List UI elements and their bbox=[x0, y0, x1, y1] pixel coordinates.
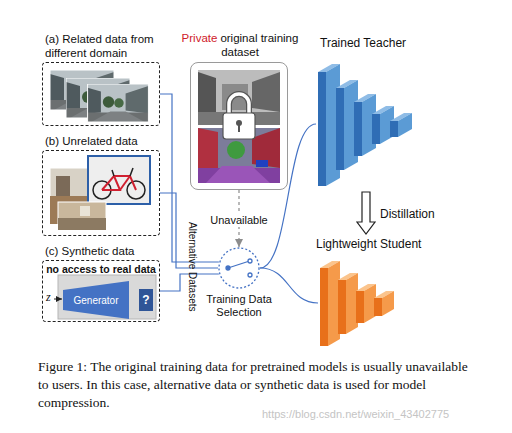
unrelated-photos bbox=[50, 156, 150, 230]
distillation-arrow bbox=[357, 192, 375, 234]
node-text: (a) Related data from different domain bbox=[45, 32, 177, 60]
axis-note: Alternative Datasets bbox=[186, 222, 199, 312]
node-text: ? bbox=[142, 293, 149, 307]
node-text: Private bbox=[182, 32, 218, 44]
selector-outline bbox=[218, 247, 260, 289]
lock-symbol bbox=[223, 94, 255, 139]
connector-line bbox=[260, 124, 316, 268]
watermark: https://blog.csdn.net/weixin_43402775 bbox=[262, 408, 449, 421]
switch-symbol bbox=[226, 259, 252, 277]
dataset-images bbox=[198, 70, 280, 183]
figure-caption: Figure 1: The original training data for… bbox=[38, 358, 478, 412]
dotted-circle bbox=[219, 248, 259, 288]
node-text: Lightweight Student bbox=[316, 237, 421, 251]
node-text: Training Data Selection bbox=[198, 293, 280, 319]
data-source-box: (c) Synthetic datano access to real data… bbox=[42, 260, 160, 322]
node-text: Generator bbox=[73, 295, 118, 306]
heading-wrap: Privateoriginal training dataset bbox=[175, 31, 305, 59]
generator-trapezoid bbox=[63, 281, 129, 319]
student-model: Lightweight Student bbox=[318, 258, 402, 348]
teacher-network bbox=[318, 64, 412, 186]
node-text: Trained Teacher bbox=[320, 36, 406, 50]
input-symbol: z bbox=[46, 291, 51, 304]
street-photo bbox=[88, 84, 149, 122]
selector-circle: Training Data Selection bbox=[218, 247, 260, 289]
edge-label: Distillation bbox=[380, 207, 435, 221]
output-box: ? bbox=[139, 289, 153, 311]
node-text: (c) Synthetic data bbox=[45, 244, 134, 258]
status-note: Unavailable bbox=[208, 214, 270, 227]
node-text: no access to real data bbox=[43, 262, 159, 276]
data-source-box: (b) Unrelated data bbox=[42, 150, 160, 236]
input-arrow bbox=[54, 299, 62, 300]
student-network bbox=[320, 261, 394, 346]
generator-panel bbox=[58, 275, 156, 319]
data-source-box: (a) Related data from different domain bbox=[42, 62, 160, 126]
teacher-model: Trained Teacher bbox=[316, 60, 416, 188]
dataset-box: Privateoriginal training dataset bbox=[190, 62, 288, 190]
generator-block: Generator bbox=[63, 281, 129, 319]
node-text: (b) Unrelated data bbox=[45, 134, 138, 148]
node-text: original training dataset bbox=[220, 32, 298, 58]
